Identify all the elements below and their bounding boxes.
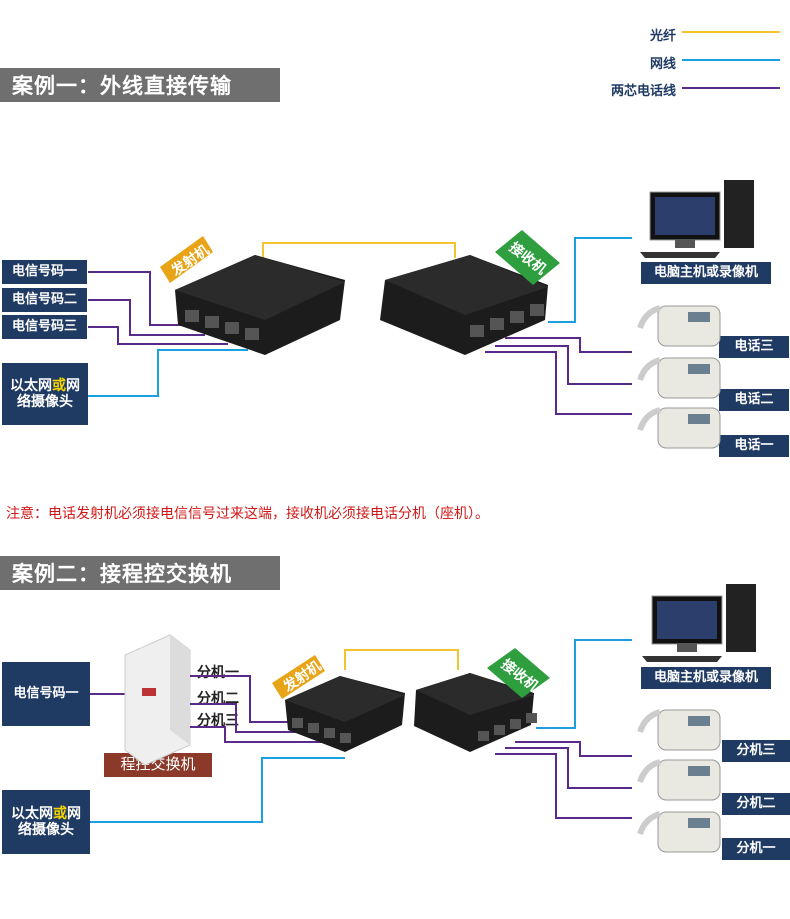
case2-phone-3-label: 分机三 [722, 740, 790, 762]
case2-phone-icon-2 [637, 759, 721, 801]
case1-input-line-1 [88, 271, 185, 326]
case2-pc-icon [642, 584, 756, 662]
case2-phone-line-2 [505, 747, 632, 789]
case1-pc-icon [640, 180, 754, 258]
case1-phone-1-label: 电话一 [719, 435, 789, 457]
case1-ethernet-line [88, 349, 248, 397]
case2-pc-line [536, 639, 632, 729]
case2-receiver [414, 673, 537, 752]
case2-phone-2-label: 分机二 [722, 793, 790, 815]
case2-extension-line-2 [190, 703, 310, 733]
case1-phone-line-1 [485, 351, 632, 415]
case1-input-line-3 [88, 326, 228, 345]
case2-ethernet-line [90, 757, 345, 823]
case2-input-1: 电信号码一 [2, 662, 90, 726]
case2-phone-line-1 [495, 753, 632, 819]
case1-fiber-link [262, 242, 456, 258]
case2-extension-line-3 [190, 726, 325, 743]
legend-phone-line-label: 两芯电话线 [610, 84, 676, 99]
case1-transmitter-tag [160, 236, 213, 283]
case1-phone-icon-3 [637, 305, 721, 347]
case2-title: 案例二：接程控交换机 [0, 556, 280, 590]
pbx-device [124, 634, 191, 766]
case1-input-1: 电信号码一 [2, 260, 87, 284]
case1-phone-line-3 [505, 337, 632, 353]
case1-input-line-2 [88, 299, 205, 336]
case1-pc-line [548, 237, 632, 323]
case1-phone-icon-2 [637, 357, 721, 399]
case2-phone-icon-3 [637, 709, 721, 751]
case2-receiver-tag [487, 648, 550, 698]
case2-pc-label: 电脑主机或录像机 [641, 667, 771, 689]
case1-phone-2-label: 电话二 [719, 389, 789, 411]
case2-phone-icon-1 [637, 811, 721, 853]
case1-input-2: 电信号码二 [2, 288, 87, 312]
case1-title: 案例一：外线直接传输 [0, 68, 280, 102]
case1-receiver-tag [495, 230, 560, 285]
case1-phone-3-label: 电话三 [719, 336, 789, 358]
case1-transmitter [175, 255, 345, 355]
legend-network-label: 网线 [649, 57, 676, 72]
note-text: 注意：电话发射机必须接电信信号过来这端，接收机必须接电话分机（座机）。 [6, 506, 489, 522]
case2-transmitter [285, 676, 405, 752]
case1-phone-line-2 [495, 345, 632, 385]
case1-phone-icon-1 [637, 407, 721, 449]
case1-receiver [380, 255, 548, 355]
case2-phone-1-label: 分机一 [722, 838, 790, 860]
case2-transmitter-tag [272, 655, 325, 699]
case2-fiber-link [344, 649, 459, 670]
case1-ethernet-label: 以太网或网 络摄像头 [2, 363, 88, 425]
case1-input-3: 电信号码三 [2, 315, 87, 339]
case2-ethernet-label: 以太网或网 络摄像头 [2, 790, 90, 854]
case2-phone-line-3 [515, 741, 632, 757]
case1-pc-label: 电脑主机或录像机 [641, 262, 771, 284]
extension-3-label: 分机三 [197, 713, 239, 729]
legend-fiber-label: 光纤 [649, 29, 676, 44]
case2-extension-line-1 [190, 675, 295, 723]
